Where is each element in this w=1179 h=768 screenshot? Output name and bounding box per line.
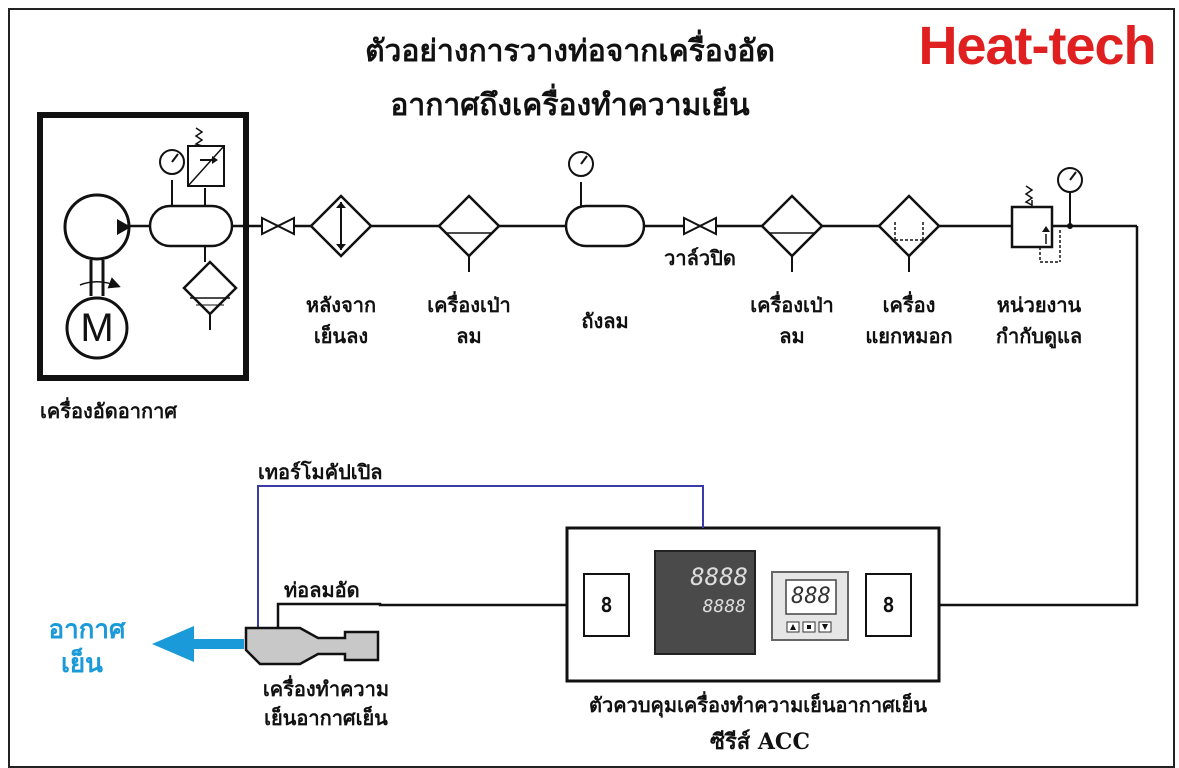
compressor-box <box>37 112 249 381</box>
controller-caption: ตัวควบคุมเครื่องทำความเย็นอากาศเย็น <box>589 693 927 717</box>
valve-icon <box>261 216 295 236</box>
aftercooler-label-1: หลังจาก <box>305 293 377 317</box>
dryer-1-icon <box>437 194 501 272</box>
display-top-readout: 8888 <box>690 563 748 591</box>
mist-separator-icon <box>877 194 941 272</box>
left-switch-label: 8 <box>600 593 613 617</box>
dryer-2-label-1: เครื่องเป่า <box>750 293 834 317</box>
brand-logo: Heat-tech <box>918 16 1156 76</box>
regulator-label-1: หน่วยงาน <box>996 293 1082 317</box>
air-hose-line <box>276 602 567 632</box>
main-display-panel <box>654 550 756 655</box>
mist-separator-label-1: เครื่อง <box>882 293 936 317</box>
aftercooler-icon <box>309 194 373 258</box>
valve-label: วาล์วปิด <box>664 246 736 270</box>
sub-display-readout: 888 <box>791 584 831 609</box>
compressor-gauge-icon <box>159 149 185 175</box>
air-hose-label: ท่อลมอัด <box>284 578 360 602</box>
compressor-filter-icon <box>182 260 238 330</box>
mist-separator-label-2: แยกหมอก <box>865 324 953 348</box>
right-switch <box>865 573 912 637</box>
series-label: ซีรีส์ ACC <box>710 729 810 755</box>
tank-label: ถังลม <box>581 309 629 333</box>
regulator-icon <box>1010 167 1083 263</box>
cooler-device-icon <box>244 626 380 666</box>
thermocouple-wire <box>257 485 704 632</box>
dryer-2-icon <box>760 194 824 272</box>
title-line-2: อากาศถึงเครื่องทำความเย็น <box>390 88 750 123</box>
air-tank-icon <box>564 151 646 248</box>
right-switch-label: 8 <box>882 593 895 617</box>
display-bottom-readout: 8888 <box>702 596 746 617</box>
thermocouple-label: เทอร์โมคัปเปิล <box>258 460 383 484</box>
dryer-1-label-1: เครื่องเป่า <box>427 293 511 317</box>
compressor-receiver-icon <box>127 180 234 262</box>
cold-air-arrow-icon <box>152 626 244 662</box>
regulator-label-2: กำกับดูแล <box>995 324 1083 348</box>
compressor-label: เครื่องอัดอากาศ <box>40 399 178 423</box>
cooler-label-2: เย็นอากาศเย็น <box>264 706 388 730</box>
aftercooler-label-2: เย็นลง <box>313 324 369 348</box>
dryer-1-label-2: ลม <box>456 324 482 348</box>
cold-air-label-2: เย็น <box>61 649 103 679</box>
shutoff-valve-icon <box>683 216 717 236</box>
cold-air-label-1: อากาศ <box>48 615 126 645</box>
pump-icon <box>63 193 131 296</box>
dryer-2-label-2: ลม <box>779 324 805 348</box>
return-pipe <box>940 226 1139 607</box>
cooler-label-1: เครื่องทำความ <box>262 677 390 701</box>
motor-icon <box>65 296 129 360</box>
relief-valve-icon <box>187 127 225 187</box>
motor-letter: M <box>80 306 114 350</box>
left-switch <box>583 573 630 637</box>
title-line-1: ตัวอย่างการวางท่อจากเครื่องอัด <box>365 34 775 69</box>
